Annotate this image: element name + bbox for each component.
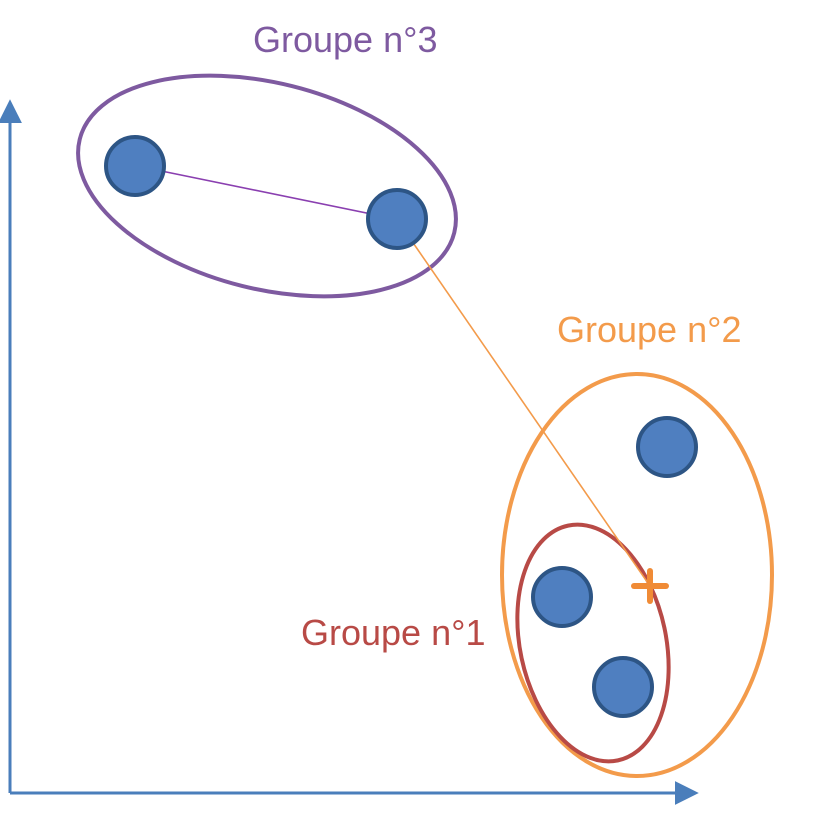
group3-link-arrow (135, 162, 398, 223)
data-point (104, 135, 166, 197)
group1-label: Groupe n°1 (301, 612, 486, 653)
centroid-link-arrow (397, 220, 651, 587)
plus-icon (631, 568, 669, 604)
group2-ellipse (500, 372, 774, 778)
group2-label: Groupe n°2 (557, 309, 742, 350)
group3-label: Groupe n°3 (253, 19, 438, 60)
data-point (531, 566, 593, 628)
data-point (636, 416, 698, 478)
group1-ellipse (515, 522, 671, 764)
data-point (592, 656, 654, 718)
data-point (366, 188, 428, 250)
group3-ellipse (76, 73, 458, 299)
